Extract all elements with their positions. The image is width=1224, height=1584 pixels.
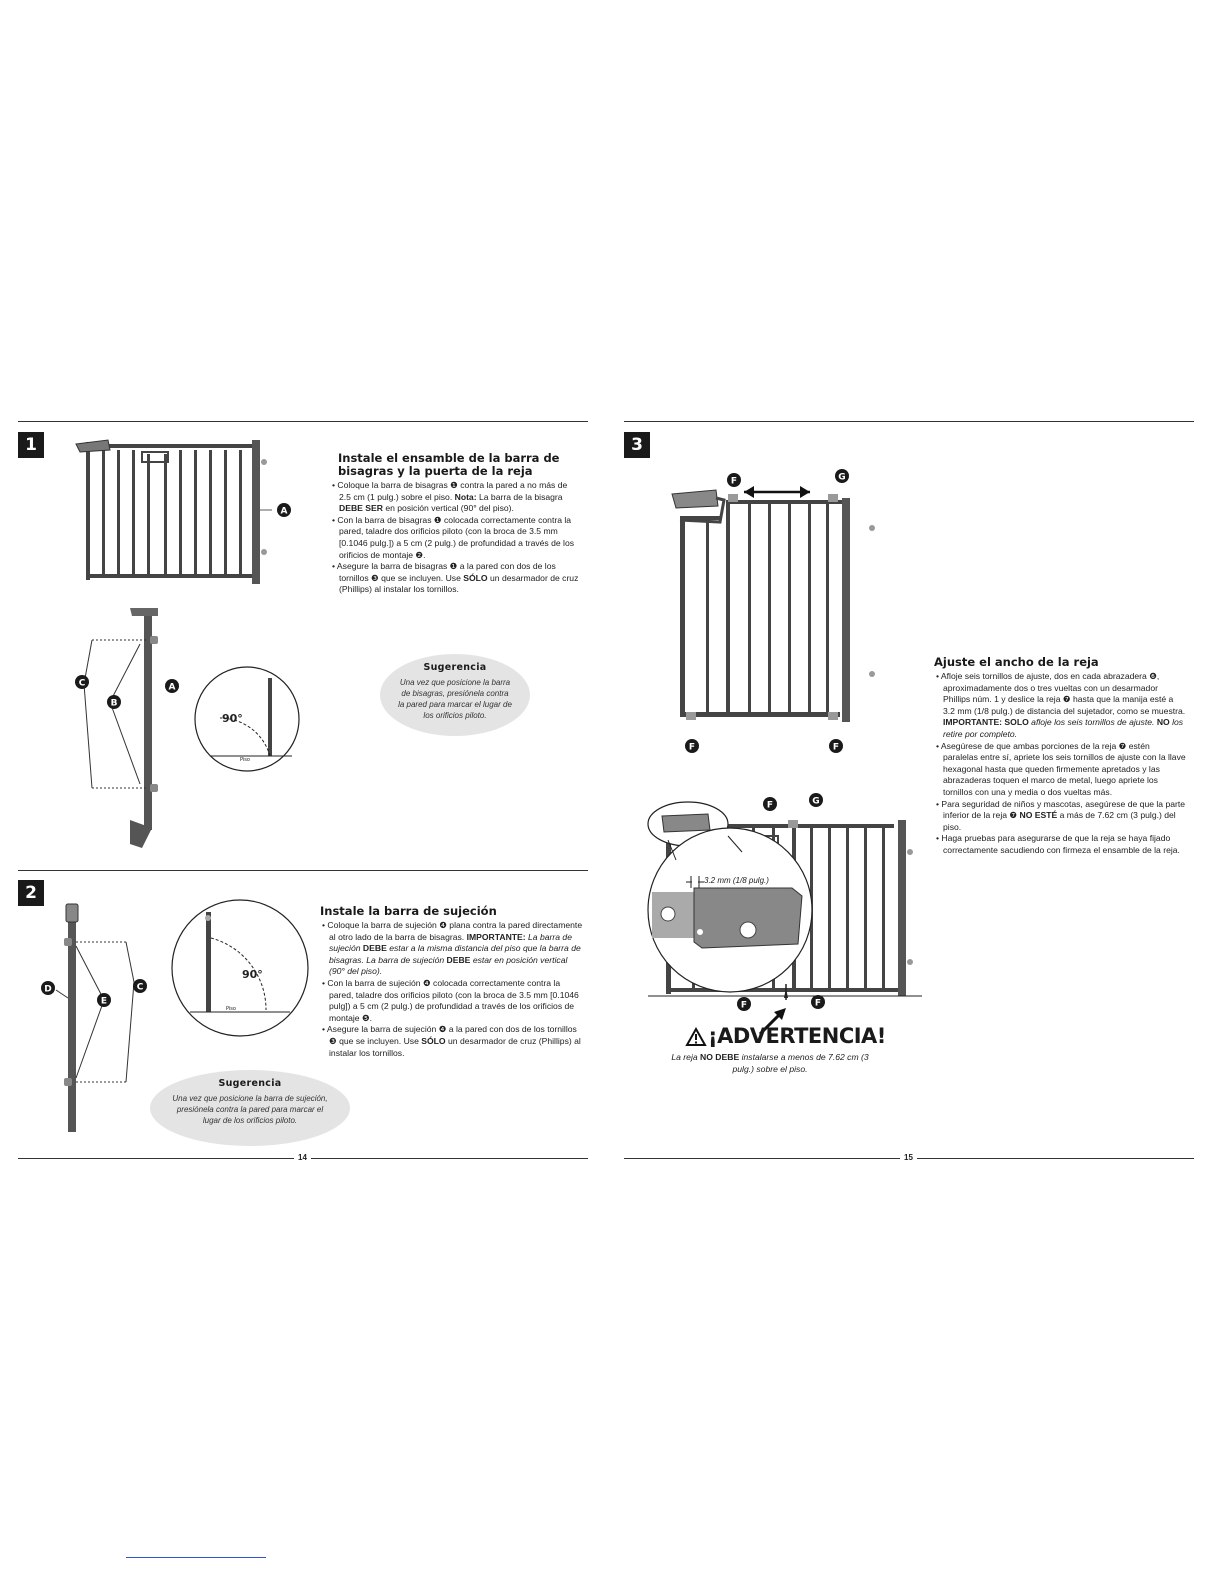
tip-title-step2: Sugerencia <box>218 1078 282 1089</box>
svg-text:D: D <box>44 985 51 995</box>
step-3-bullet-4: Haga pruebas para asegurarse de que la r… <box>934 833 1186 856</box>
step-2-bullet-2: Con la barra de sujeción ❹ colocada corr… <box>320 978 584 1024</box>
tip-text-step2: Una vez que posicione la barra de sujeci… <box>172 1094 328 1125</box>
step-3-bullet-1: Afloje seis tornillos de ajuste, dos en … <box>934 671 1186 741</box>
step-2-bullet-3: Asegure la barra de sujeción ❹ a la pare… <box>320 1024 584 1059</box>
step-1-instructions: Coloque la barra de bisagras ❶ contra la… <box>330 480 580 596</box>
svg-text:F: F <box>731 477 737 487</box>
latch-bar-illustration: D E C <box>41 903 147 1132</box>
gap-label: 3.2 mm (1/8 pulg.) <box>704 876 769 885</box>
mid-rule-left <box>18 870 588 871</box>
step-3-instructions: Afloje seis tornillos de ajuste, dos en … <box>934 671 1186 857</box>
svg-text:F: F <box>741 1001 747 1011</box>
svg-text:B: B <box>111 699 118 709</box>
svg-text:C: C <box>79 679 86 689</box>
tip-text-step1: Una vez que posicione la barra de bisagr… <box>398 678 512 720</box>
bottom-link-underline <box>126 1557 266 1558</box>
gate-width-illustration: F G F F <box>671 469 875 753</box>
gate-illustration-step1: A <box>75 439 291 584</box>
svg-text:A: A <box>281 507 288 517</box>
angle-detail-step2: 90° Piso <box>171 899 309 1037</box>
step-3-title: Ajuste el ancho de la reja <box>934 655 1099 669</box>
svg-text:G: G <box>812 797 819 807</box>
svg-text:C: C <box>137 983 144 993</box>
page-number-right: 15 <box>900 1153 917 1162</box>
svg-text:F: F <box>689 743 695 753</box>
step-2-title: Instale la barra de sujeción <box>320 904 497 918</box>
angle-label-step2: 90° <box>242 968 263 981</box>
step-3-bullet-2: Asegúrese de que ambas porciones de la r… <box>934 741 1186 799</box>
floor-label-step2: Piso <box>226 1006 236 1012</box>
svg-text:G: G <box>838 473 845 483</box>
svg-text:F: F <box>815 999 821 1009</box>
warning-text: La reja NO DEBE instalarse a menos de 7.… <box>671 1052 869 1074</box>
tip-title-step1: Sugerencia <box>423 662 487 673</box>
top-rule-right <box>624 421 1194 422</box>
angle-label-step1: 90° <box>222 712 243 725</box>
tip-bubble-step1: Sugerencia Una vez que posicione la barr… <box>380 654 530 736</box>
gate-gap-detail-illustration: 3.2 mm (1/8 pulg.) F G F F <box>647 793 922 1011</box>
step-1-number: 1 <box>18 432 44 458</box>
step-2-number: 2 <box>18 880 44 906</box>
step-3-number: 3 <box>624 432 650 458</box>
warning-triangle-icon <box>685 1026 707 1046</box>
top-rule-left <box>18 421 588 422</box>
step-1-bullet-3: Asegure la barra de bisagras ❶ a la pare… <box>330 561 580 596</box>
svg-text:E: E <box>101 997 107 1007</box>
svg-text:F: F <box>767 801 773 811</box>
tip-bubble-step2: Sugerencia Una vez que posicione la barr… <box>150 1070 350 1146</box>
svg-text:F: F <box>833 743 839 753</box>
step-1-bullet-2: Con la barra de bisagras ❶ colocada corr… <box>330 515 580 561</box>
warning-arrow-icon <box>758 1008 786 1036</box>
angle-detail-step1: 90° Piso <box>194 666 300 772</box>
step-2-instructions: Coloque la barra de sujeción ❹ plana con… <box>320 920 584 1059</box>
hinge-bar-illustration: C B A <box>75 608 179 848</box>
svg-text:A: A <box>169 683 176 693</box>
warning-title: ¡ADVERTENCIA! <box>708 1024 886 1048</box>
page-number-left: 14 <box>294 1153 311 1162</box>
step-3-bullet-3: Para seguridad de niños y mascotas, aseg… <box>934 799 1186 834</box>
step-1-bullet-1: Coloque la barra de bisagras ❶ contra la… <box>330 480 580 515</box>
step-1-title: Instale el ensamble de la barra de bisag… <box>338 451 560 478</box>
floor-label-step1: Piso <box>240 757 250 763</box>
step-2-bullet-1: Coloque la barra de sujeción ❹ plana con… <box>320 920 584 978</box>
